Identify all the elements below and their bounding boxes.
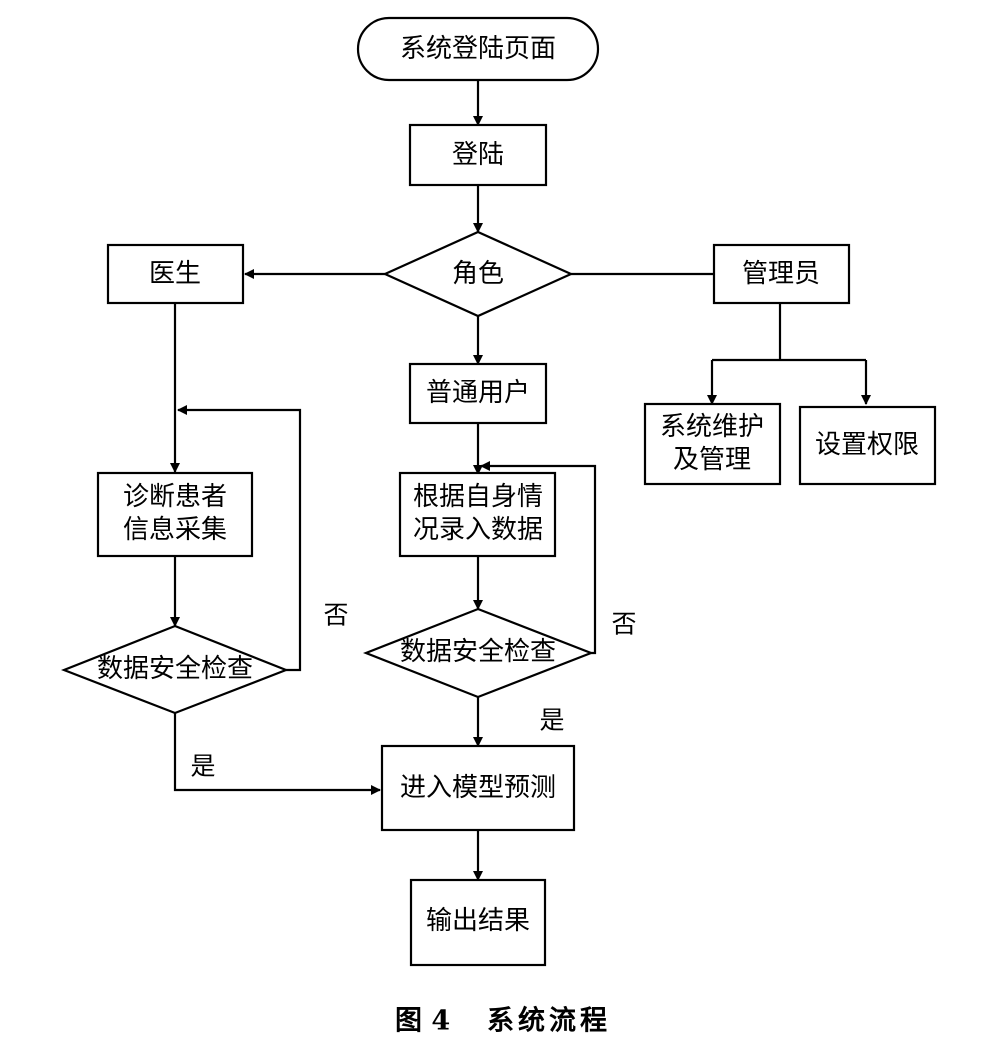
edge-label-left-no: 否 xyxy=(323,601,348,630)
node-doctor xyxy=(106,243,245,305)
node-login xyxy=(408,123,548,187)
edge-label-mid-no: 否 xyxy=(611,610,636,639)
label-input-data-2: 况录入数据 xyxy=(413,515,543,545)
node-security-check-mid xyxy=(362,607,595,699)
node-model-predict xyxy=(380,744,576,832)
edge-label-mid-yes: 是 xyxy=(539,706,564,735)
label-security-check-mid: 数据安全检查 xyxy=(400,637,556,667)
label-normal-user: 普通用户 xyxy=(426,378,530,408)
label-set-permission: 设置权限 xyxy=(815,430,919,460)
label-doctor: 医生 xyxy=(149,259,201,289)
node-login-page xyxy=(356,16,600,82)
edge-left-check-no-loop xyxy=(177,405,302,672)
label-login: 登陆 xyxy=(452,140,504,170)
node-security-check-left xyxy=(60,624,290,715)
label-sys-maintain-1: 系统维护 xyxy=(660,412,764,442)
label-input-data-1: 根据自身情 xyxy=(413,482,543,512)
label-role: 角色 xyxy=(452,259,504,289)
node-sys-maintain xyxy=(643,402,782,486)
node-normal-user xyxy=(408,362,548,425)
label-collect-info-2: 信息采集 xyxy=(123,515,227,545)
label-admin: 管理员 xyxy=(742,259,820,289)
edge-left-check-yes xyxy=(173,713,381,795)
node-input-data xyxy=(398,471,557,558)
label-output-result: 输出结果 xyxy=(426,906,530,936)
node-role xyxy=(382,230,574,318)
caption-figure-number: 图 4 xyxy=(395,1006,450,1037)
caption-title: 系统流程 xyxy=(487,1005,611,1037)
label-collect-info-1: 诊断患者 xyxy=(123,482,227,512)
label-sys-maintain-2: 及管理 xyxy=(673,445,751,475)
label-security-check-left: 数据安全检查 xyxy=(97,654,253,684)
label-model-predict: 进入模型预测 xyxy=(400,773,556,803)
edge-label-left-yes: 是 xyxy=(190,752,215,781)
node-set-permission xyxy=(798,405,937,486)
node-admin xyxy=(712,243,851,305)
node-output-result xyxy=(409,878,547,967)
node-collect-info xyxy=(96,471,254,558)
label-login-page: 系统登陆页面 xyxy=(400,34,556,64)
